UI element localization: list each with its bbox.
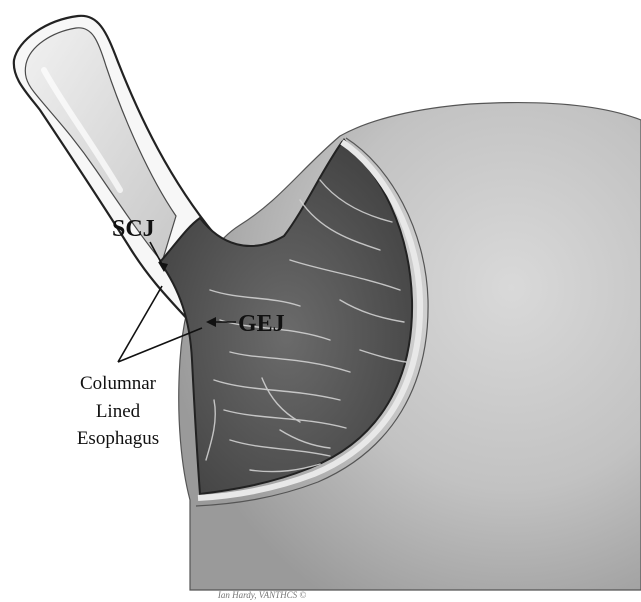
cle-label-line3: Esophagus — [77, 428, 159, 449]
gej-label: GEJ — [238, 311, 285, 337]
cle-pointer-1 — [118, 286, 162, 362]
scj-label: SCJ — [112, 216, 155, 242]
cle-label-line1: Columnar — [80, 373, 157, 394]
artist-credit: Ian Hardy, VANTHCS © — [217, 590, 307, 600]
cle-label-line2: Lined — [96, 401, 141, 422]
